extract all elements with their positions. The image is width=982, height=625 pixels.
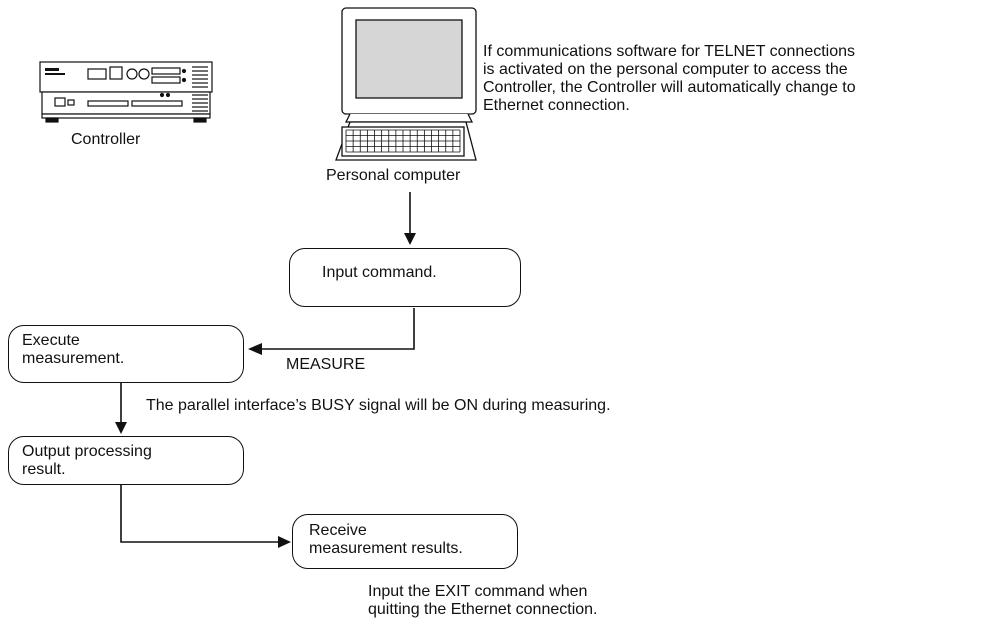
step-receive-results-label: Receive measurement results. (309, 522, 463, 557)
pc-label: Personal computer (326, 167, 461, 184)
step-receive-results: Receive measurement results. (292, 514, 518, 569)
arrow-to-execute-measurement (248, 343, 262, 355)
step-input-command-label: Input command. (322, 264, 437, 281)
step-output-result-label: Output processing result. (22, 443, 152, 478)
arrow-to-receive-results (278, 536, 291, 548)
pc-note: If communications software for TELNET co… (483, 43, 856, 114)
arrow-to-output-result (115, 422, 127, 434)
step-input-command: Input command. (289, 248, 521, 307)
step-output-result: Output processing result. (8, 436, 244, 485)
controller-device-icon (39, 61, 213, 123)
busy-signal-note: The parallel interface’s BUSY signal wil… (146, 397, 611, 414)
arrowheads (115, 233, 416, 548)
exit-command-note: Input the EXIT command when quitting the… (368, 583, 598, 618)
step-execute-measurement-label: Execute measurement. (22, 332, 125, 367)
controller-label: Controller (71, 131, 141, 148)
step-execute-measurement: Execute measurement. (8, 325, 244, 383)
measure-command-label: MEASURE (286, 356, 366, 373)
connector-lines (120, 192, 415, 543)
personal-computer-icon (335, 7, 477, 161)
arrow-to-input-command (404, 233, 416, 245)
